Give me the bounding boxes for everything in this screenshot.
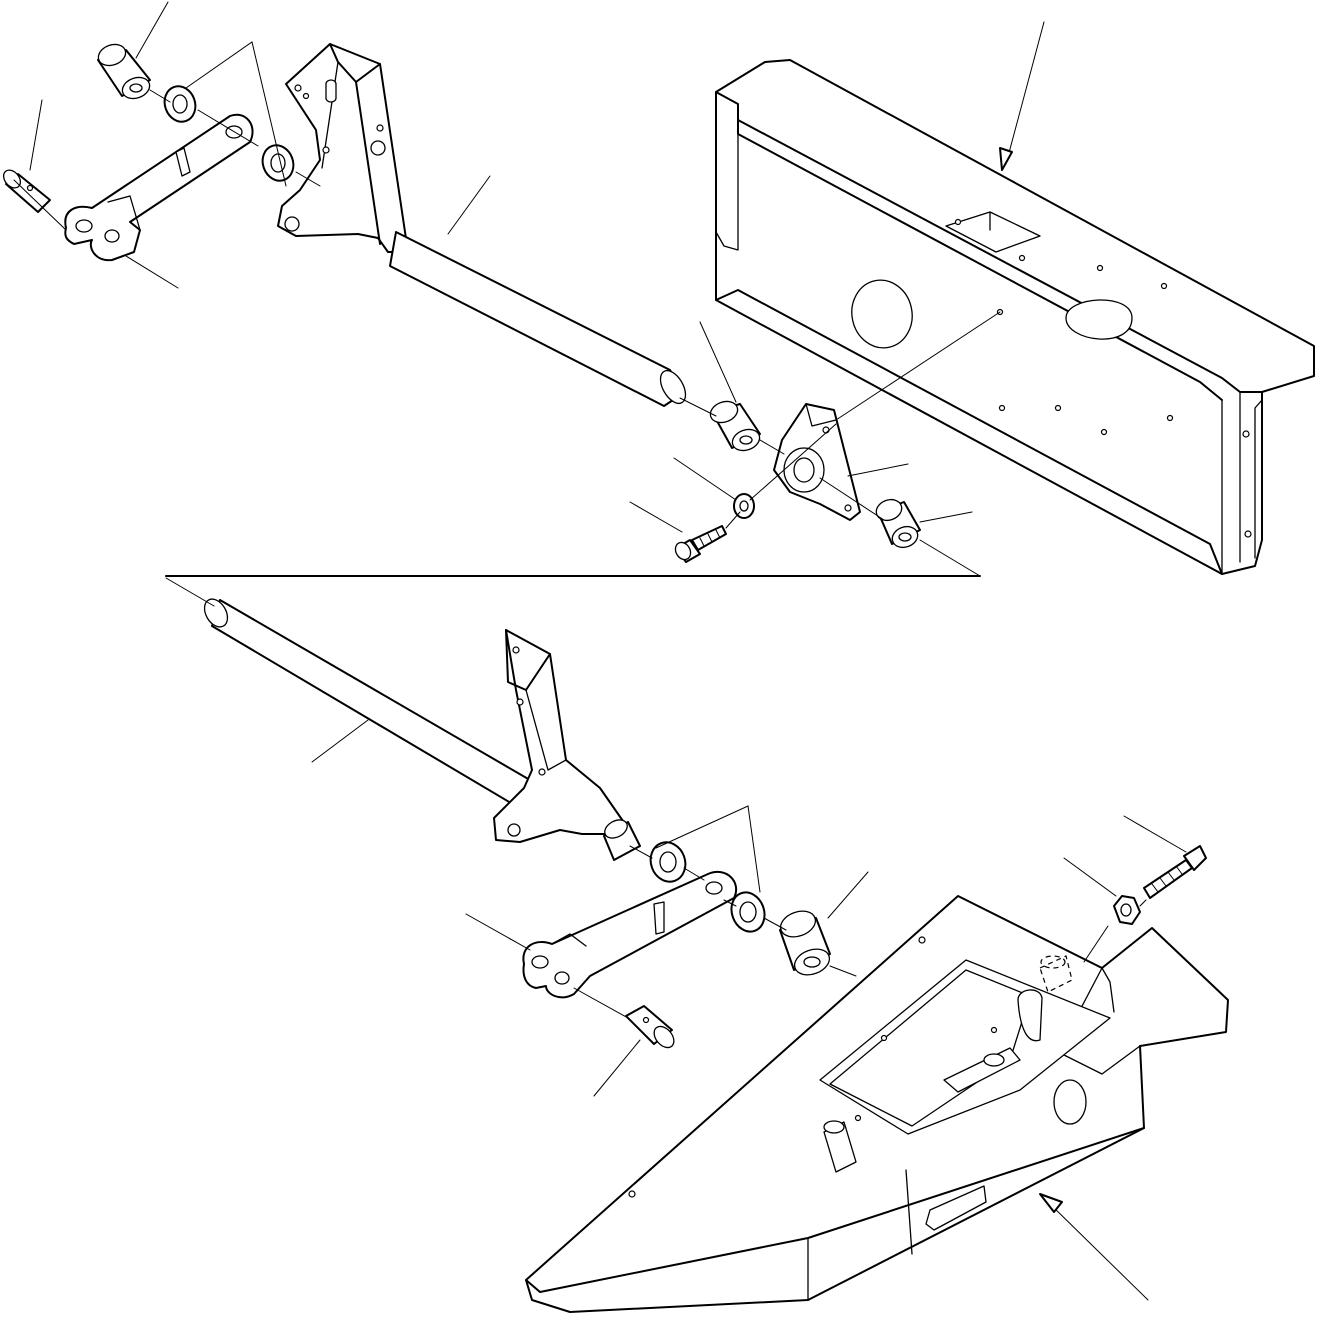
bolt-upper	[674, 525, 727, 563]
lever-bracket-lower	[493, 629, 641, 861]
washer-small	[733, 493, 755, 519]
nut	[1113, 895, 1141, 925]
upper-leader-lines	[13, 1, 1045, 577]
pin-upper	[2, 169, 51, 213]
lower-leader-lines	[311, 719, 1187, 1301]
link-plate-upper	[64, 113, 254, 262]
bushing-lower	[779, 910, 831, 976]
link-plate-lower	[522, 871, 737, 999]
washer-upper-1	[163, 85, 197, 123]
shaft-upper	[389, 231, 687, 407]
bushing-right	[875, 498, 921, 549]
bushing-shaft-end	[709, 400, 761, 452]
frame-cross-member	[715, 59, 1315, 575]
bushing-upper-left	[97, 43, 151, 100]
bolt-lower	[1143, 845, 1207, 899]
washer-lower-1	[649, 841, 687, 883]
shaft-lower	[165, 577, 531, 807]
washer-upper-2	[261, 144, 295, 182]
pin-lower	[625, 1005, 675, 1049]
floor-frame	[525, 895, 1229, 1313]
lever-bracket-upper	[277, 43, 409, 253]
support-bracket	[773, 403, 861, 521]
washer-lower-2	[730, 891, 766, 933]
